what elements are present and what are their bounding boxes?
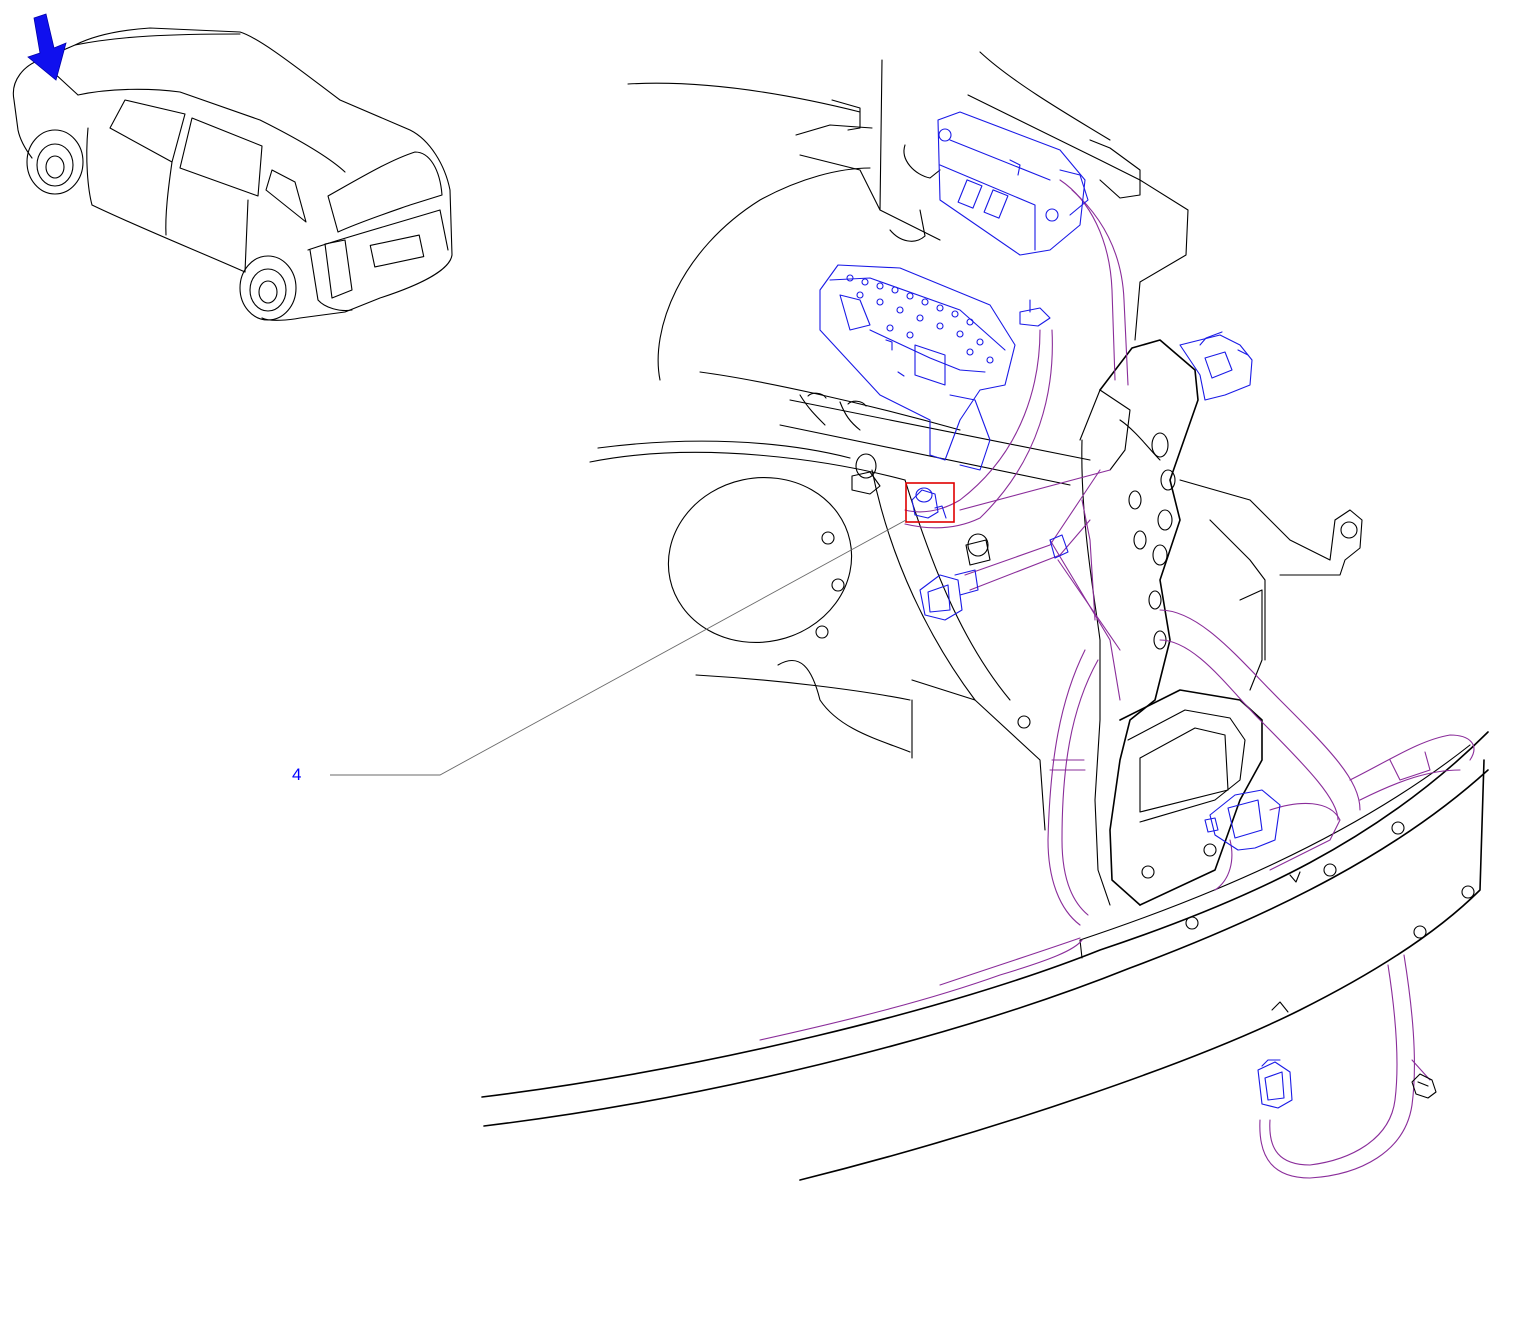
connector-mid-left	[919, 569, 979, 621]
callout-leader-line	[330, 519, 907, 776]
connector-clip	[1049, 534, 1069, 559]
components	[819, 111, 1437, 1109]
control-module	[937, 111, 1089, 256]
ground-terminal-item-4	[911, 487, 947, 519]
wiring-harness	[759, 179, 1475, 1179]
body-structure	[481, 51, 1489, 1181]
fuse-box	[819, 264, 1016, 471]
bolt-top	[1019, 299, 1051, 327]
connector-bottom	[1257, 1059, 1293, 1109]
view-direction-arrow-icon	[27, 13, 67, 81]
callout-label-4[interactable]: 4	[292, 765, 302, 784]
connector-upper-right	[1179, 331, 1253, 401]
connector-lower-mid	[1204, 789, 1281, 851]
highlight-box	[905, 482, 955, 523]
grommet-bottom-right	[1411, 1073, 1437, 1099]
vehicle-locator-icon	[12, 13, 453, 321]
